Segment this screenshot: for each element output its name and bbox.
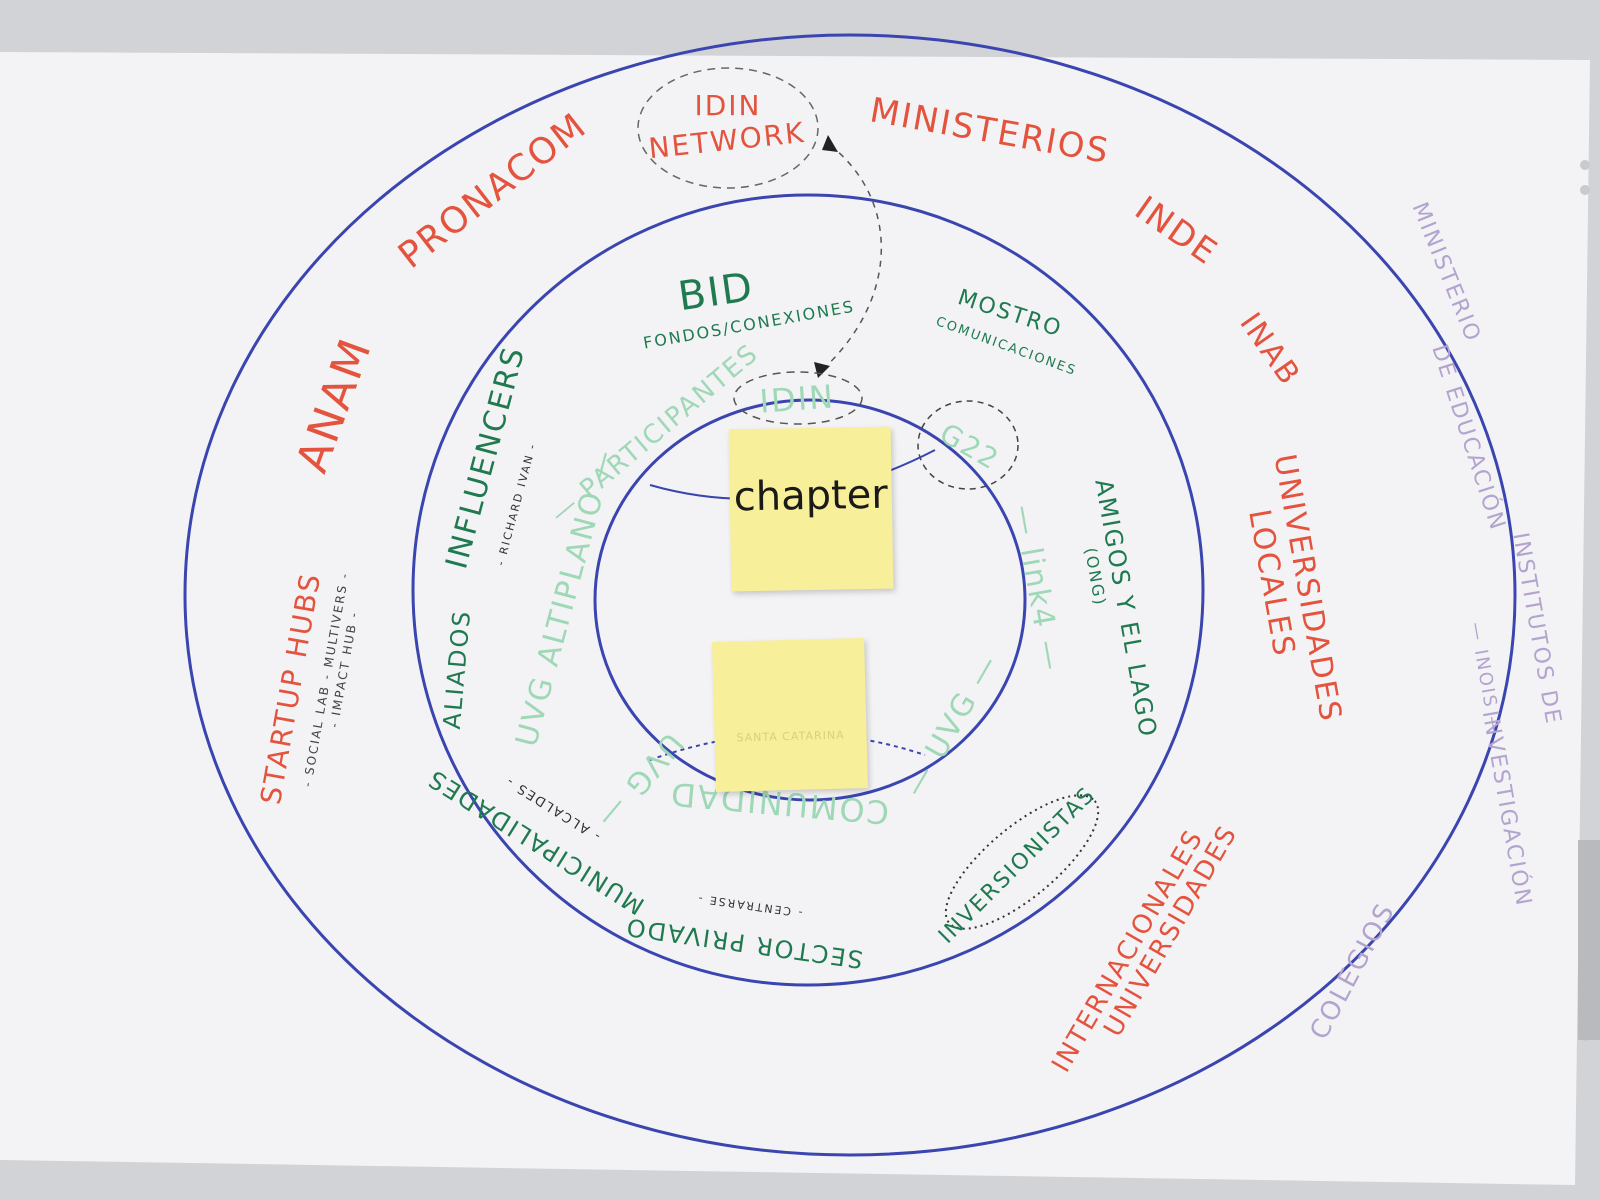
idin-network-dashed-circle — [637, 67, 819, 189]
flipchart-paper — [0, 52, 1590, 1185]
sticky-note-top: chapter — [728, 426, 894, 592]
label-idin: IDIN — [758, 377, 836, 420]
label-bid: BID — [675, 264, 757, 320]
sticky-note-bottom: SANTA CATARINA — [712, 638, 868, 792]
inner-ring — [593, 398, 1027, 802]
g22-dashed-circle — [917, 400, 1019, 490]
middle-ring — [411, 193, 1205, 987]
dashed-connection-arrow — [819, 144, 882, 373]
sticky-note-top-label: chapter — [733, 471, 889, 521]
label-idin-network-1: IDIN — [694, 89, 761, 122]
arrow-head-top-icon — [822, 135, 838, 152]
clip-hinge — [1578, 840, 1600, 1040]
sticky-note-bottom-faint: SANTA CATARINA — [736, 728, 845, 745]
outer-ring — [183, 33, 1517, 1157]
idin-dashed-circle — [733, 371, 863, 425]
